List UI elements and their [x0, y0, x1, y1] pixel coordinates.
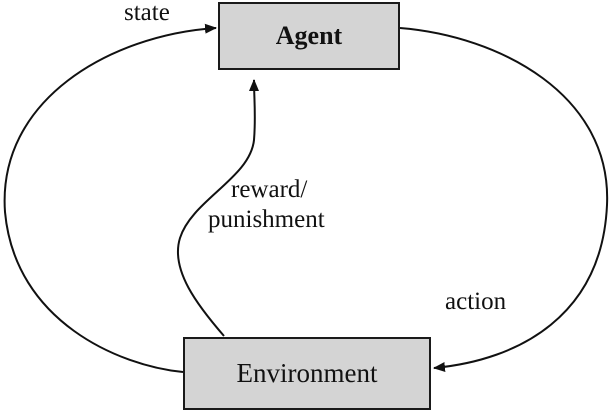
environment-node: Environment — [183, 337, 431, 410]
state-arrow — [3, 23, 217, 373]
reward-label: reward/ — [231, 176, 308, 203]
agent-label: Agent — [275, 21, 343, 50]
action-label: action — [445, 288, 507, 315]
action-arrow — [399, 27, 609, 372]
environment-label: Environment — [236, 358, 378, 388]
punishment-label: punishment — [208, 206, 325, 233]
reward-arrow — [177, 79, 260, 337]
agent-node: Agent — [218, 2, 400, 70]
state-label: state — [124, 0, 170, 26]
